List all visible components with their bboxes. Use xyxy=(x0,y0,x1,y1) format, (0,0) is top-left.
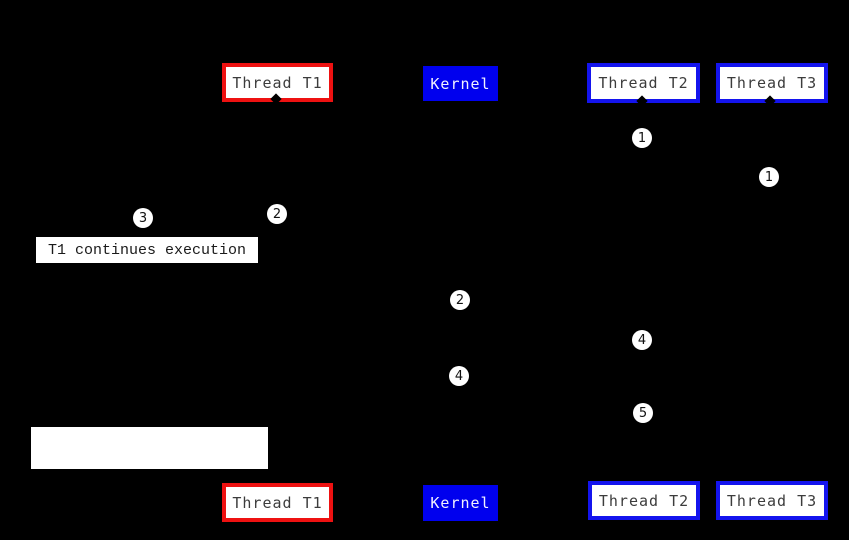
step-marker-number: 3 xyxy=(138,210,148,226)
step-marker-number: 4 xyxy=(637,332,647,348)
bottom-thread-t2-box: Thread T2 xyxy=(588,481,700,520)
bottom-thread-t1-label: Thread T1 xyxy=(232,493,323,512)
top-kernel-box: Kernel xyxy=(423,66,498,101)
top-thread-t3-box: Thread T3 xyxy=(716,63,828,103)
step-marker-5-right: 5 xyxy=(633,403,653,423)
step-marker-number: 5 xyxy=(638,405,648,421)
bottom-thread-t3-box: Thread T3 xyxy=(716,481,828,520)
step-marker-number: 1 xyxy=(764,169,774,185)
blank-label-box xyxy=(31,427,268,469)
step-marker-number: 1 xyxy=(637,130,647,146)
step-marker-number: 2 xyxy=(455,292,465,308)
bottom-thread-t3-label: Thread T3 xyxy=(726,491,818,510)
top-kernel-label: Kernel xyxy=(430,74,491,93)
step-marker-2-center: 2 xyxy=(450,290,470,310)
step-marker-number: 4 xyxy=(454,368,464,384)
step-marker-2-left: 2 xyxy=(267,204,287,224)
bottom-thread-t2-label: Thread T2 xyxy=(598,491,690,510)
step-marker-4-center: 4 xyxy=(449,366,469,386)
top-thread-t2-label: Thread T2 xyxy=(598,74,689,92)
annotation-t1-continues: T1 continues execution xyxy=(36,237,258,263)
step-marker-3-left: 3 xyxy=(133,208,153,228)
top-thread-t3-label: Thread T3 xyxy=(726,74,818,92)
step-marker-number: 2 xyxy=(272,206,282,222)
step-marker-1-under-t3: 1 xyxy=(759,167,779,187)
top-thread-t1-label: Thread T1 xyxy=(232,73,323,92)
bottom-thread-t1-box: Thread T1 xyxy=(222,483,333,522)
bottom-kernel-box: Kernel xyxy=(423,485,498,521)
step-marker-1-under-t2: 1 xyxy=(632,128,652,148)
annotation-label: T1 continues execution xyxy=(47,241,247,259)
step-marker-4-right: 4 xyxy=(632,330,652,350)
bottom-kernel-label: Kernel xyxy=(430,494,491,512)
